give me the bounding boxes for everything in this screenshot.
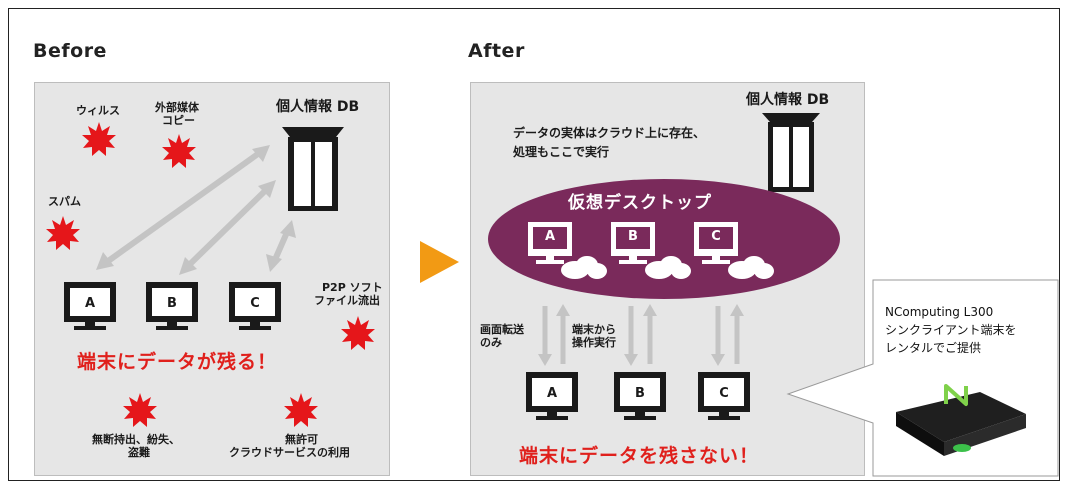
vd-terminal-b-label: B (628, 229, 638, 244)
cloud-misuse-label-2: クラウドサービスの利用 (229, 446, 350, 459)
after-db-label: 個人情報 DB (746, 92, 830, 108)
transfer-arrows-after (538, 304, 744, 366)
terminal-b-label-after: B (635, 386, 645, 401)
terminal-c-label-before: C (250, 296, 260, 311)
p2p-label-2: ファイル流出 (314, 294, 380, 307)
external-media-label-1: 外部媒体 (155, 101, 199, 114)
callout-line-3: レンタルでご提供 (885, 341, 982, 355)
data-flow-arrows-before (96, 145, 296, 275)
screen-transfer-label-2: のみ (480, 336, 502, 349)
before-db-label: 個人情報 DB (276, 99, 360, 115)
cloud-misuse-burst-icon (284, 393, 318, 431)
external-media-label-2: コピー (162, 114, 195, 127)
cloud-misuse-label-1: 無許可 (285, 433, 318, 446)
transition-arrow-icon (420, 241, 459, 283)
after-title: After (468, 40, 525, 62)
p2p-label-1: P2P ソフト (322, 281, 383, 294)
database-icon-before (282, 127, 344, 211)
loss-label-2: 盗難 (128, 446, 150, 459)
before-warning-text: 端末にデータが残る！ (77, 351, 278, 373)
vd-terminal-c-label: C (711, 229, 721, 244)
terminal-a-label-after: A (546, 386, 558, 401)
external-media-burst-icon (162, 134, 196, 172)
thin-client-device-icon (896, 384, 1026, 456)
before-title: Before (33, 40, 107, 62)
cloud-note-line-1: データの実体はクラウド上に存在、 (513, 126, 706, 140)
callout-line-1: NComputing L300 (885, 305, 994, 319)
terminal-b-label-before: B (167, 296, 177, 311)
terminal-a-label-before: A (84, 296, 96, 311)
database-icon-after (762, 113, 820, 192)
cloud-note-line-2: 処理もここで実行 (513, 145, 610, 159)
spam-label: スパム (48, 195, 81, 208)
loss-label-1: 無断持出、紛失、 (92, 433, 180, 446)
virus-label: ウィルス (76, 104, 120, 117)
virus-burst-icon (82, 122, 116, 160)
operation-label-2: 操作実行 (572, 336, 616, 349)
operation-label-1: 端末から (572, 323, 616, 336)
vd-terminal-a-label: A (544, 229, 556, 244)
screen-transfer-label-1: 画面転送 (480, 323, 524, 336)
p2p-burst-icon (341, 316, 375, 354)
callout-line-2: シンクライアント端末を (885, 323, 1017, 337)
after-message-text: 端末にデータを残さない！ (519, 445, 760, 467)
virtual-desktop-title: 仮想デスクトップ (568, 193, 712, 213)
spam-burst-icon (46, 216, 80, 254)
terminal-c-label-after: C (719, 386, 729, 401)
loss-burst-icon (123, 393, 157, 431)
